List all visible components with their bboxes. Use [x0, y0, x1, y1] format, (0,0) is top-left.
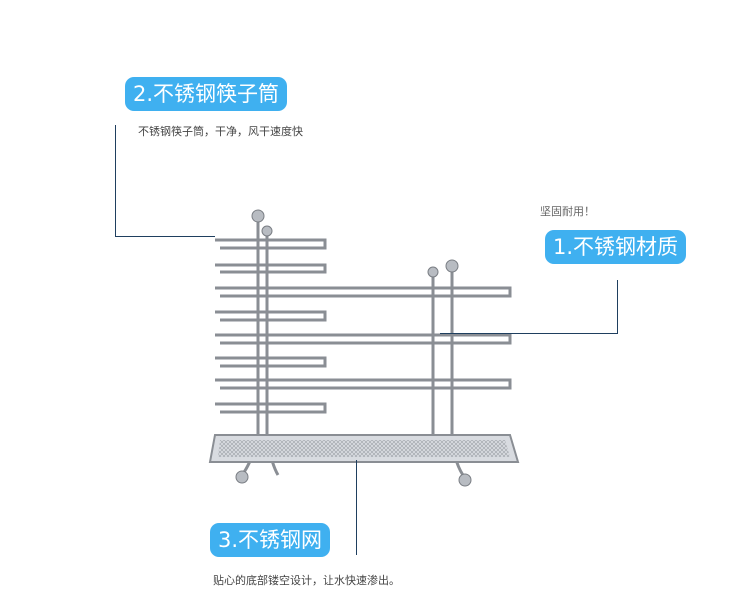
leader-line-2-h: [115, 236, 215, 237]
leader-line-2: [115, 125, 116, 236]
leader-line-3: [356, 460, 357, 555]
callout-desc-mesh: 贴心的底部镂空设计，让水快速渗出。: [213, 574, 400, 587]
callout-title-material: 1.不锈钢材质: [545, 230, 687, 264]
callout-desc-material: 坚固耐用！: [540, 205, 595, 218]
leader-line-1: [617, 280, 618, 334]
callout-title-mesh: 3.不锈钢网: [210, 523, 331, 557]
chopstick-rack-image: [208, 209, 520, 487]
leader-line-1-h: [440, 333, 618, 334]
callout-title-chopstick-holder: 2.不锈钢筷子筒: [125, 77, 288, 111]
callout-desc-chopstick-holder: 不锈钢筷子筒，干净，风干速度快: [138, 125, 303, 138]
